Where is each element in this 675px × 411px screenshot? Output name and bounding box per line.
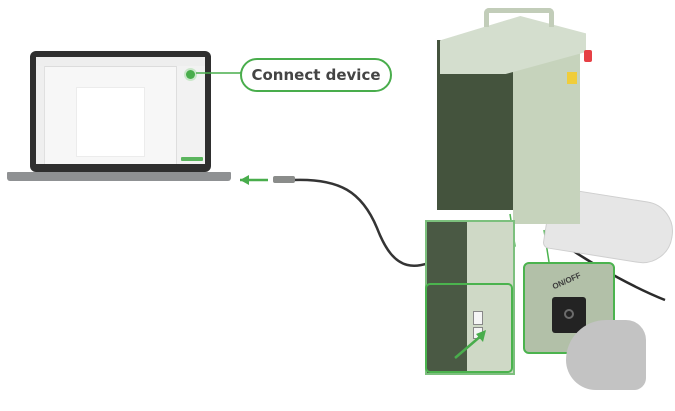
callout-label: Connect device: [251, 66, 381, 84]
connect-device-hotspot[interactable]: [186, 70, 195, 79]
connect-device-callout[interactable]: Connect device: [240, 58, 392, 92]
arrow-left-icon: [240, 175, 268, 185]
aux-port: [473, 327, 483, 339]
app-window: [36, 57, 205, 164]
laptop-screen: [30, 51, 211, 172]
usb-plug: [273, 176, 295, 183]
device-handle: [484, 8, 554, 27]
power-icon: [564, 309, 574, 319]
app-tool-sidebar: [36, 66, 45, 164]
power-switch[interactable]: [552, 297, 586, 333]
emergency-knob: [584, 50, 592, 62]
app-canvas: [76, 87, 145, 157]
usb-port-highlight: [425, 283, 513, 373]
app-start-button[interactable]: [181, 157, 203, 161]
app-right-panel: [176, 66, 205, 164]
app-toolbar: [36, 57, 205, 67]
usb-port: [473, 311, 483, 325]
hand-icon: [566, 320, 646, 390]
laptop-base: [7, 172, 231, 181]
usb-cable: [291, 178, 456, 267]
warning-label: [567, 72, 577, 84]
